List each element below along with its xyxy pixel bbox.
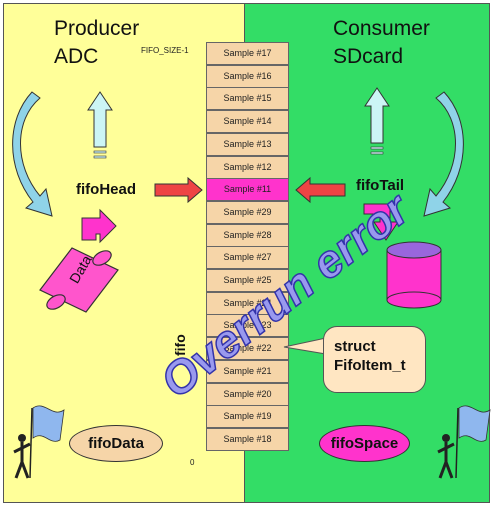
producer-title: Producer ADC: [54, 15, 139, 71]
fifo-tail-arrow: [295, 176, 346, 204]
fifo-slot: Sample #15: [206, 87, 289, 111]
fifo-bottom-index-label: 0: [190, 458, 195, 467]
fifo-slot: Sample #25: [206, 269, 289, 292]
struct-line2: FifoItem_t: [334, 357, 406, 374]
fifo-slot: Sample #24: [206, 291, 289, 315]
fifo-space-bubble: fifoSpace: [319, 425, 410, 462]
fifo-slot: Sample #14: [206, 110, 289, 134]
fifo-slot: Sample #22: [206, 337, 289, 361]
bent-arrow-icon: [81, 208, 117, 244]
fifo-slot: Sample #28: [206, 223, 289, 247]
consumer-title-line2: SDcard: [333, 45, 404, 68]
struct-line1: struct: [334, 338, 376, 355]
fifo-slot: Sample #29: [206, 200, 289, 224]
fifo-slot: Sample #18: [206, 427, 289, 451]
fifo-slot: Sample #16: [206, 64, 289, 88]
fifo-head-label: fifoHead: [76, 181, 136, 198]
circular-arrow-icon: [12, 91, 53, 217]
fifo-slot: Sample #23: [206, 314, 289, 338]
fifo-slot: Sample #11: [206, 178, 289, 202]
fifo-slot: Sample #17: [206, 42, 289, 65]
struct-callout: struct FifoItem_t: [323, 326, 426, 393]
circular-arrow-icon: [423, 91, 464, 217]
fifo-tail-label: fifoTail: [356, 177, 405, 194]
fifo-slot: Sample #19: [206, 405, 289, 429]
consumer-title-line1: Consumer: [333, 17, 430, 40]
database-icon: [386, 241, 442, 309]
producer-title-line1: Producer: [54, 17, 140, 40]
producer-title-line2: ADC: [54, 45, 99, 68]
down-bent-arrow-icon: [363, 203, 399, 241]
flag-figure-icon: [437, 405, 491, 479]
up-arrow-icon: [87, 91, 113, 159]
fifo-head-arrow: [154, 176, 203, 204]
flag-figure-icon: [13, 405, 65, 479]
up-arrow-icon: [364, 87, 390, 155]
fifo-slot: Sample #20: [206, 382, 289, 406]
fifo-top-index-label: FIFO_SIZE-1: [141, 46, 189, 55]
consumer-title: Consumer SDcard: [333, 15, 430, 71]
fifo-slot: Sample #21: [206, 359, 289, 383]
fifo-data-bubble: fifoData: [69, 425, 163, 462]
callout-pointer: [283, 337, 327, 355]
fifo-slot: Sample #12: [206, 155, 289, 179]
fifo-slot: Sample #27: [206, 246, 289, 270]
scroll-icon: [39, 247, 119, 313]
fifo-slot: Sample #13: [206, 132, 289, 156]
